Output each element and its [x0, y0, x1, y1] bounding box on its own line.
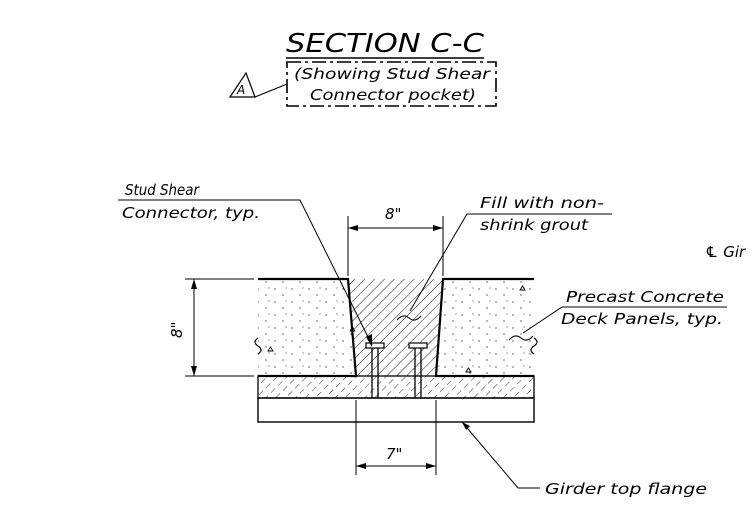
fill-label-line-2: shrink grout — [480, 216, 589, 234]
note-line-1: (Showing Stud Shear — [294, 65, 491, 83]
centerline-label: ℄ Gir — [705, 243, 746, 261]
revision-leader — [254, 83, 288, 98]
flange-label: Girder top flange — [545, 480, 707, 498]
shear-stud-1 — [365, 342, 385, 398]
revision-triangle-icon — [228, 71, 256, 98]
grout-bedding — [257, 375, 535, 399]
panel-label-line-1: Precast Concrete — [566, 288, 724, 306]
grout-pocket — [348, 279, 443, 376]
girder-flange — [257, 397, 535, 423]
note-line-2: Connector pocket) — [310, 86, 476, 104]
break-symbol-right — [530, 337, 538, 355]
section-title: SECTION C-C — [286, 29, 485, 59]
break-symbol-left — [254, 337, 262, 355]
panel-leader — [522, 306, 727, 334]
fill-label-line-1: Fill with non- — [480, 194, 604, 212]
stud-label-line-2: Connector, typ. — [122, 204, 260, 222]
dim-bottom-width: 7" — [386, 445, 402, 463]
deck-panel-right — [436, 279, 534, 376]
panel-label-line-2: Deck Panels, typ. — [561, 310, 723, 328]
fill-leader — [409, 213, 612, 312]
shear-stud-2 — [408, 342, 428, 398]
dim-depth: 8" — [168, 322, 186, 338]
stud-leader — [118, 199, 373, 346]
revision-mark: A — [236, 83, 245, 97]
dim-top-width: 8" — [385, 205, 401, 223]
flange-leader — [461, 421, 540, 489]
deck-panel-left — [258, 279, 356, 376]
stud-label-line-1: Stud Shear — [125, 181, 200, 199]
